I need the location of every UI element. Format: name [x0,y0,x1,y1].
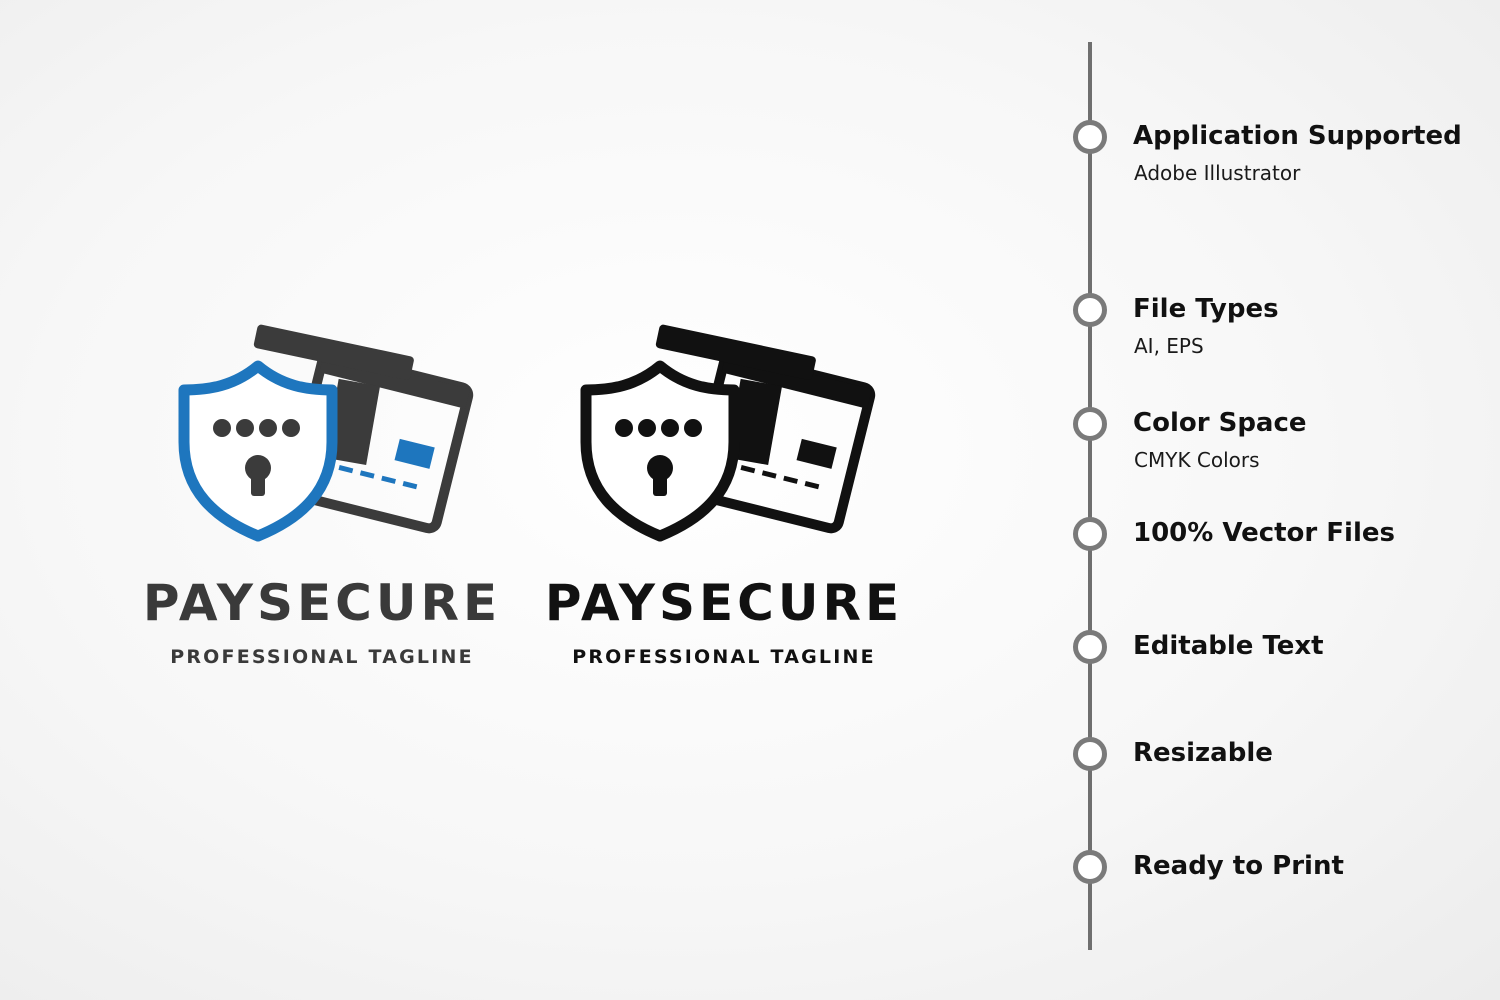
feature-subtitle: Adobe Illustrator [1134,161,1301,185]
feature-file-types: File Types AI, EPS [1073,293,1493,373]
feature-title: File Types [1133,294,1279,324]
brand-name: PAYSECURE [142,574,502,632]
feature-color-space: Color Space CMYK Colors [1073,407,1493,487]
timeline-node-icon [1073,517,1107,551]
feature-title: Color Space [1133,408,1307,438]
timeline-node-icon [1073,737,1107,771]
timeline-node-icon [1073,630,1107,664]
feature-vector-files: 100% Vector Files [1073,517,1493,597]
logo-color-variant: PAYSECURE PROFESSIONAL TAGLINE [142,320,502,680]
feature-application-supported: Application Supported Adobe Illustrator [1073,120,1493,200]
timeline-line [1088,42,1092,950]
timeline-node-icon [1073,850,1107,884]
feature-editable-text: Editable Text [1073,630,1493,710]
logo-mono-variant: PAYSECURE PROFESSIONAL TAGLINE [544,320,904,680]
timeline-node-icon [1073,407,1107,441]
shield-keyhole-icon [178,360,338,542]
shield-card-logo-mono-icon [580,324,876,542]
brand-tagline: PROFESSIONAL TAGLINE [572,646,876,668]
feature-subtitle: AI, EPS [1134,334,1204,358]
card-chip [796,438,837,469]
feature-subtitle: CMYK Colors [1134,448,1260,472]
brand-name: PAYSECURE [544,574,904,632]
brand-tagline: PROFESSIONAL TAGLINE [170,646,474,668]
shield-card-logo-icon [178,324,474,542]
feature-title: Application Supported [1133,121,1462,151]
feature-title: Editable Text [1133,631,1324,661]
feature-ready-to-print: Ready to Print [1073,850,1493,930]
timeline-node-icon [1073,120,1107,154]
card-chip [394,438,435,469]
feature-title: Resizable [1133,738,1273,768]
shield-keyhole-icon [580,360,740,542]
feature-title: Ready to Print [1133,851,1344,881]
feature-title: 100% Vector Files [1133,518,1395,548]
timeline-node-icon [1073,293,1107,327]
feature-resizable: Resizable [1073,737,1493,817]
